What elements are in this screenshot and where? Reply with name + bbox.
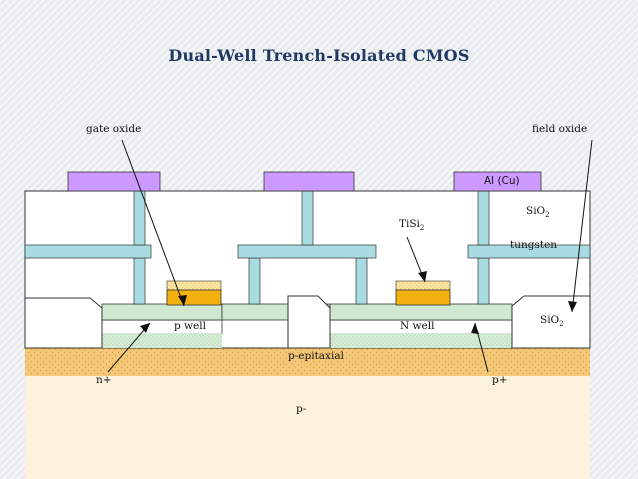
arrowhead	[471, 323, 479, 334]
tungsten-plug	[248, 257, 261, 305]
label-gate-oxide: gate oxide	[86, 123, 142, 135]
label-n-well: N well	[400, 320, 435, 332]
field-oxide-center	[287, 295, 331, 349]
leader-field-oxide	[571, 139, 593, 313]
label-n-plus: n+	[96, 374, 112, 386]
active-band-left	[101, 303, 223, 321]
tungsten-line	[24, 244, 152, 259]
tungsten-via	[133, 190, 146, 246]
tungsten-plug	[133, 257, 146, 305]
label-p-well: p well	[174, 320, 206, 332]
active-band-right	[329, 303, 513, 321]
label-tisi2: TiSi2	[399, 218, 425, 233]
metal-pad-left	[67, 171, 161, 192]
metal-pad-center	[263, 171, 355, 192]
tungsten-via	[301, 190, 314, 246]
arrowhead	[568, 301, 577, 312]
label-p-minus: p-	[296, 403, 307, 415]
leader-gate-oxide	[121, 139, 185, 307]
label-sio2-right: SiO2	[540, 314, 564, 329]
label-p-plus: p+	[492, 374, 508, 386]
p-epitaxial-layer	[25, 348, 590, 376]
gate-tisi2-right	[395, 280, 451, 291]
metal-pad-right	[453, 171, 542, 192]
field-oxide-right	[511, 295, 591, 349]
tungsten-plug	[477, 257, 490, 305]
tungsten-plug	[355, 257, 368, 305]
p-minus-substrate	[25, 376, 590, 479]
tungsten-line	[237, 244, 377, 259]
gate-poly-left	[166, 289, 222, 306]
n-well-doping	[330, 333, 512, 348]
field-oxide-left	[24, 297, 103, 349]
leader-n-plus	[107, 322, 151, 373]
tungsten-line	[467, 244, 591, 259]
label-tungsten: tungsten	[510, 239, 558, 251]
label-al-cu: Al (Cu)	[484, 175, 520, 187]
arrowhead	[178, 295, 187, 306]
label-sio2-top: SiO2	[526, 205, 550, 220]
gate-poly-right	[395, 289, 451, 306]
arrowhead	[140, 323, 150, 333]
arrowhead	[418, 271, 427, 282]
tungsten-via	[477, 190, 490, 246]
label-field-oxide: field oxide	[532, 123, 588, 135]
p-well-doping	[102, 333, 222, 348]
page-title: Dual-Well Trench-Isolated CMOS	[168, 46, 470, 65]
label-p-epitaxial: p-epitaxial	[288, 350, 344, 362]
